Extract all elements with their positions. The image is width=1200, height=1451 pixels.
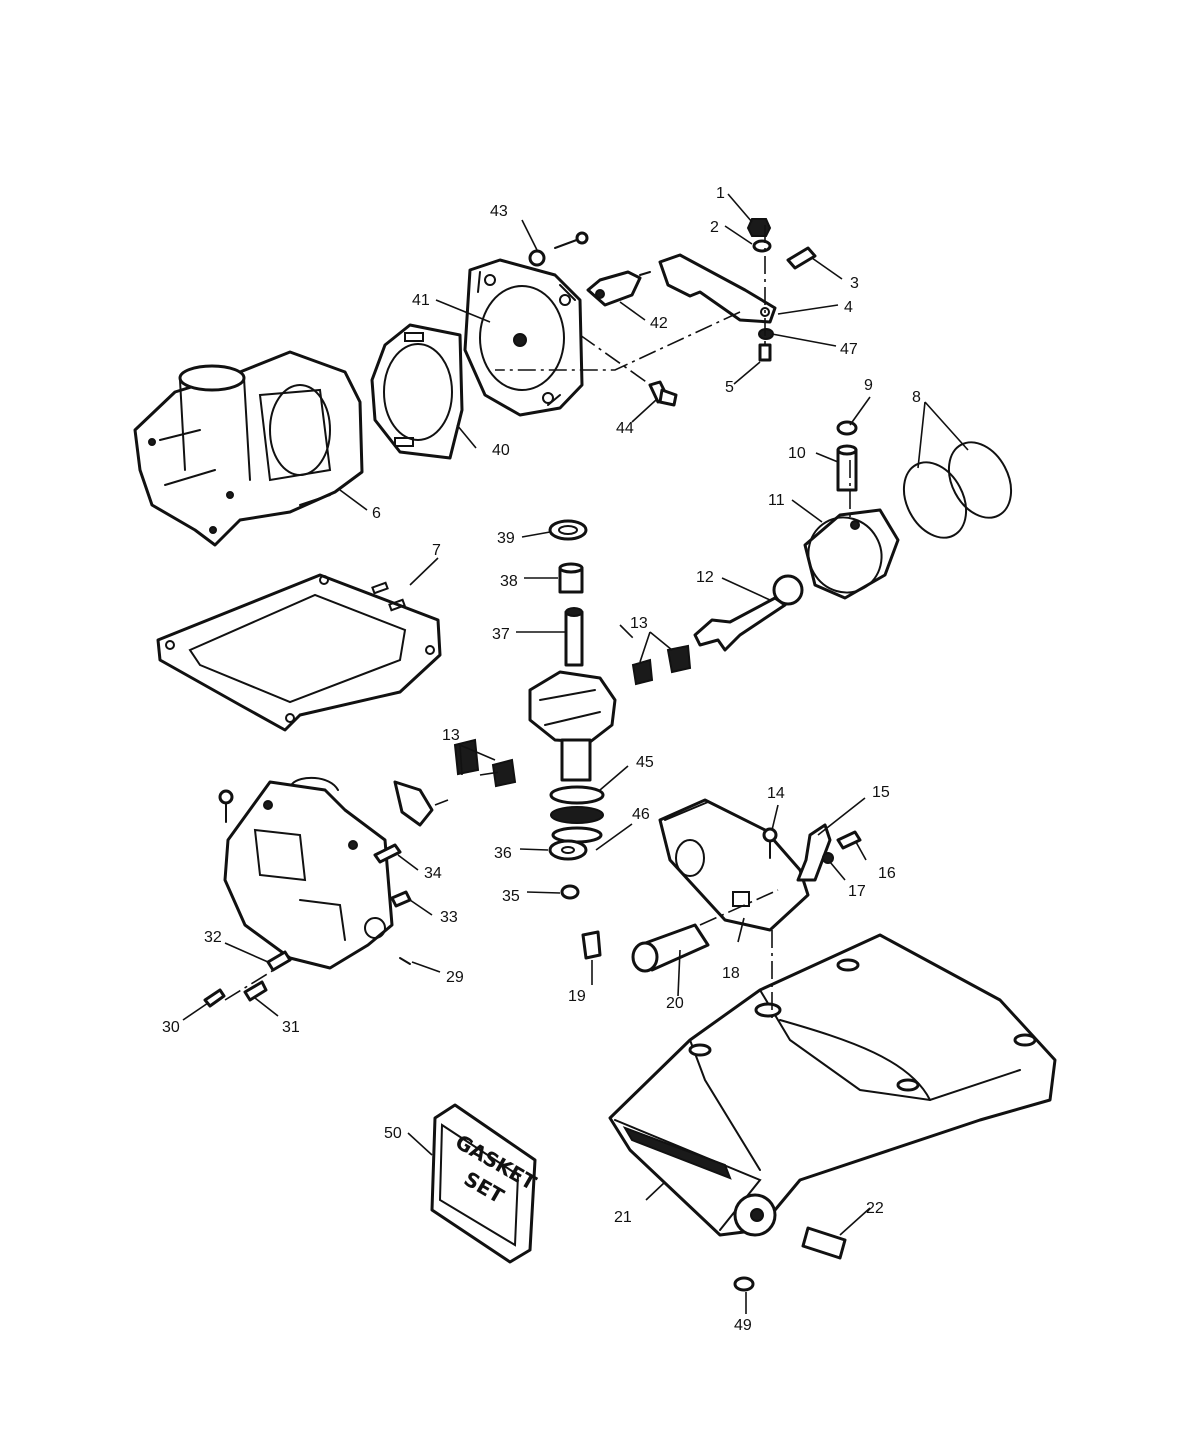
cover-screw: [218, 789, 234, 823]
screw-16: [836, 830, 862, 850]
label-43: 43: [490, 203, 508, 220]
part-number-labels: 1 2 3 4 5 6 7 8 9 10 11 12 13 13 14 15 1…: [162, 185, 921, 1334]
label-47: 47: [840, 341, 858, 358]
clip-19: [581, 930, 602, 960]
label-46: 46: [632, 806, 650, 823]
cylinder-block: [133, 350, 364, 547]
label-50: 50: [384, 1125, 402, 1142]
exhaust-cover: [658, 798, 810, 932]
piston-rings: [902, 441, 1013, 539]
crankcase-gasket: [156, 573, 442, 732]
label-11: 11: [768, 492, 785, 509]
piston: [803, 508, 900, 600]
label-9: 9: [864, 377, 873, 394]
label-4: 4: [844, 299, 853, 316]
label-49: 49: [734, 1317, 752, 1334]
crankcase-cover: [223, 776, 394, 970]
spark-plug: [586, 270, 651, 307]
label-5: 5: [725, 379, 734, 396]
label-32: 32: [204, 929, 222, 946]
screw-34: [373, 843, 402, 864]
label-30: 30: [162, 1019, 180, 1036]
label-2: 2: [710, 219, 719, 236]
label-8: 8: [912, 389, 921, 406]
label-7: 7: [432, 542, 441, 559]
label-22: 22: [866, 1200, 884, 1217]
clamp-15: [796, 823, 832, 882]
label-20: 20: [666, 995, 684, 1012]
label-18: 18: [722, 965, 740, 982]
label-16: 16: [878, 865, 896, 882]
label-44: 44: [616, 420, 634, 437]
label-38: 38: [500, 573, 518, 590]
label-29: 29: [446, 969, 464, 986]
washer-17: [822, 852, 834, 864]
label-40: 40: [492, 442, 510, 459]
assembly-centerlines: [224, 225, 851, 1020]
thrust-washer: [548, 839, 588, 861]
needle-bearing-upper: [631, 644, 692, 686]
label-33: 33: [440, 909, 458, 926]
label-13-upper: 13: [630, 615, 648, 632]
label-10: 10: [788, 445, 806, 462]
label-39: 39: [497, 530, 515, 547]
bushing: [558, 562, 584, 594]
connecting-rod: [693, 574, 804, 652]
label-21: 21: [614, 1209, 632, 1226]
label-6: 6: [372, 505, 381, 522]
label-3: 3: [850, 275, 859, 292]
crankshaft: [528, 607, 617, 844]
pin-33: [390, 890, 412, 908]
piston-pin-clip: [836, 420, 858, 436]
washer-49: [733, 1276, 755, 1292]
cylinder-head: [463, 258, 584, 417]
label-13-lower: 13: [442, 727, 460, 744]
label-12: 12: [696, 569, 714, 586]
label-35: 35: [502, 888, 520, 905]
bolt-22: [801, 1226, 847, 1260]
label-14: 14: [767, 785, 785, 802]
o-ring: [560, 884, 580, 900]
label-42: 42: [650, 315, 668, 332]
drive-shaft-housing: [608, 933, 1057, 1237]
label-36: 36: [494, 845, 512, 862]
reed-valve-stop: [393, 780, 434, 827]
head-gasket: [370, 323, 464, 460]
piston-pin: [836, 444, 858, 492]
label-41: 41: [412, 292, 430, 309]
pin-29: [399, 957, 411, 965]
label-37: 37: [492, 626, 510, 643]
screw-30: [203, 988, 226, 1008]
screw-31: [243, 980, 268, 1002]
label-17: 17: [848, 883, 866, 900]
label-15: 15: [872, 784, 890, 801]
label-34: 34: [424, 865, 442, 882]
screw: [786, 246, 817, 270]
gasket-set-box: GASKET SET: [430, 1103, 541, 1264]
label-31: 31: [282, 1019, 300, 1036]
lower-screw: [758, 343, 772, 362]
label-1: 1: [716, 185, 725, 202]
label-45: 45: [636, 754, 654, 771]
label-19: 19: [568, 988, 586, 1005]
sleeve-20: [631, 923, 710, 973]
spacer: [758, 328, 774, 340]
oil-seal: [548, 519, 588, 541]
screw-14: [762, 827, 778, 859]
leader-lines: [182, 193, 969, 1314]
bolt: [648, 380, 678, 407]
washer: [752, 239, 772, 253]
bracket: [658, 253, 777, 324]
head-bolt: [528, 231, 589, 267]
